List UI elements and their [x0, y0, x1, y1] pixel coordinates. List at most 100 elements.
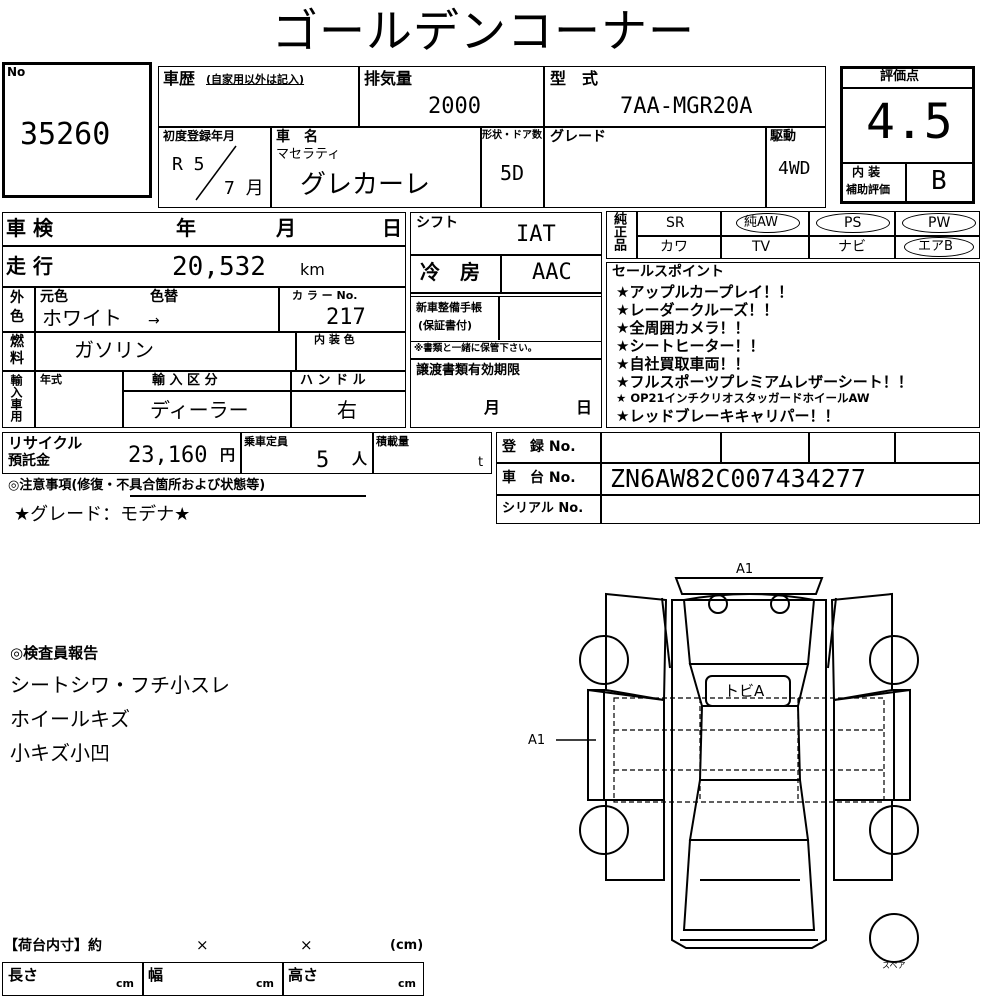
equip-aw: 純AW [744, 215, 779, 230]
capacity-value: 5 [316, 448, 330, 473]
cargo-height-unit: cm [398, 977, 416, 990]
equip-pw: PW [928, 215, 951, 231]
cargo-length-label: 長さ [8, 966, 39, 984]
equip-leather: カワ [660, 239, 688, 255]
car-name: グレカーレ [300, 170, 431, 200]
interior-score: B [931, 166, 947, 196]
import-category-label: 輸 入 区 分 [152, 373, 218, 388]
capacity-label: 乗車定員 [244, 435, 288, 448]
mileage-unit: km [300, 260, 325, 279]
equip-airbag-circle [904, 237, 974, 257]
sales-point: ★レッドブレーキキャリパー！！ [616, 407, 840, 425]
top-info-block [158, 66, 826, 208]
registration-block [496, 432, 980, 524]
interior-label-2: 補助評価 [846, 183, 890, 196]
fuel-side-1: 燃 [10, 334, 24, 350]
transfer-day: 日 [576, 398, 593, 417]
doors-value: 5D [500, 161, 525, 185]
cargo-width-unit: cm [256, 977, 274, 990]
diagram-top-mark: A1 [736, 562, 754, 577]
drive-label: 駆動 [770, 129, 797, 144]
score-box [840, 66, 975, 204]
cargo-length-unit: cm [116, 977, 134, 990]
inspector-line: シートシワ・フチ小スレ [10, 673, 230, 697]
reg-no-label: 登 録 No. [502, 439, 576, 455]
interior-label-1: 内 装 [852, 165, 881, 179]
orig-color-value: ホワイト [42, 306, 122, 330]
equip-ps: PS [844, 215, 862, 231]
registration-label: 初度登録年月 [163, 129, 236, 143]
load-unit: t [478, 455, 484, 470]
inspection-month: 月 [276, 216, 296, 240]
equip-airbag: エアB [918, 239, 953, 254]
recycle-value: 23,160 [128, 443, 208, 468]
shift-label: シフト [416, 215, 458, 231]
warranty-label-2: (保証書付) [418, 319, 473, 332]
score-label: 評価点 [880, 69, 920, 84]
shift-value: IAT [516, 222, 556, 247]
cargo-width-label: 幅 [148, 966, 164, 984]
chassis-label: 車 台 No. [502, 470, 576, 486]
displacement-value: 2000 [428, 94, 481, 119]
color-code-value: 217 [326, 305, 366, 330]
sales-point: ★レーダークルーズ！！ [616, 301, 779, 319]
equip-aw-circle [736, 213, 800, 233]
equip-navi: ナビ [838, 239, 866, 255]
registration-month: 7 月 [224, 178, 264, 199]
change-color-label: 色替 [150, 289, 178, 305]
cargo-dims-table [2, 962, 424, 996]
transfer-month: 月 [484, 398, 501, 417]
cargo-height-label: 高さ [288, 966, 319, 984]
car-name-label: 車 名 [276, 129, 318, 145]
mileage-label: 走 行 [6, 254, 53, 278]
import-year-label: 年式 [40, 373, 62, 386]
sales-points-label: セールスポイント [612, 264, 724, 280]
cargo-label: 【荷台内寸】約 [4, 938, 102, 954]
car-maker: マセラティ [276, 147, 341, 162]
warranty-box [410, 296, 602, 342]
color-code-label: カ ラ ー No. [292, 289, 358, 302]
notes-label: ◎注意事項(修復・不具合箇所および状態等) [8, 478, 266, 493]
warranty-label-1: 新車整備手帳 [416, 301, 482, 314]
sales-point: ★シートヒーター！！ [616, 337, 765, 355]
inspector-label: ◎検査員報告 [10, 644, 99, 662]
equip-sr: SR [666, 215, 685, 231]
cargo-unit: (cm) [390, 938, 424, 953]
chassis-value: ZN6AW82C007434277 [610, 464, 866, 493]
ac-label: 冷 房 [420, 260, 480, 284]
inspection-day: 日 [382, 216, 402, 240]
history-label: 車歴 [163, 69, 196, 88]
sales-point: ★フルスポーツプレミアムレザーシート！！ [616, 373, 913, 391]
sales-point: ★アップルカープレイ！！ [616, 283, 794, 301]
sales-point: ★ OP21インチクリオスタッガードホイールAW [616, 391, 870, 405]
handle-value: 右 [337, 398, 357, 422]
orig-color-label: 元色 [40, 289, 68, 305]
inspection-label: 車 検 [6, 216, 53, 240]
vehicle-details-grid [2, 212, 406, 428]
serial-label: シリアル No. [502, 501, 584, 516]
recycle-label-1: リサイクル [8, 434, 83, 452]
model-value: 7AA-MGR20A [620, 94, 753, 119]
transfer-label: 譲渡書類有効期限 [416, 363, 521, 378]
grade-label: グレード [550, 129, 606, 145]
cargo-x2: × [300, 936, 313, 954]
import-category-value: ディーラー [150, 398, 249, 422]
inspector-line: 小キズ小凹 [10, 741, 110, 765]
diagram-roof-mark: トビA [724, 682, 765, 700]
color-arrow: → [148, 313, 160, 329]
capacity-unit: 人 [352, 450, 368, 468]
page-title: ゴールデンコーナー [272, 4, 695, 58]
fuel-side-2: 料 [10, 351, 24, 367]
score-value: 4.5 [866, 94, 953, 150]
color-side-1: 外 [10, 290, 24, 306]
history-note: (自家用以外は記入) [206, 73, 305, 86]
cargo-x1: × [196, 936, 209, 954]
model-label: 型 式 [550, 69, 599, 88]
inspector-line: ホイールキズ [10, 707, 130, 731]
warranty-note: ※書類と一緒に保管下さい。 [414, 343, 538, 354]
equip-ps-circle [816, 213, 890, 233]
recycle-label-2: 預託金 [8, 453, 50, 469]
notes-text: ★グレード：モデナ★ [14, 504, 191, 525]
fuel-value: ガソリン [74, 338, 154, 362]
